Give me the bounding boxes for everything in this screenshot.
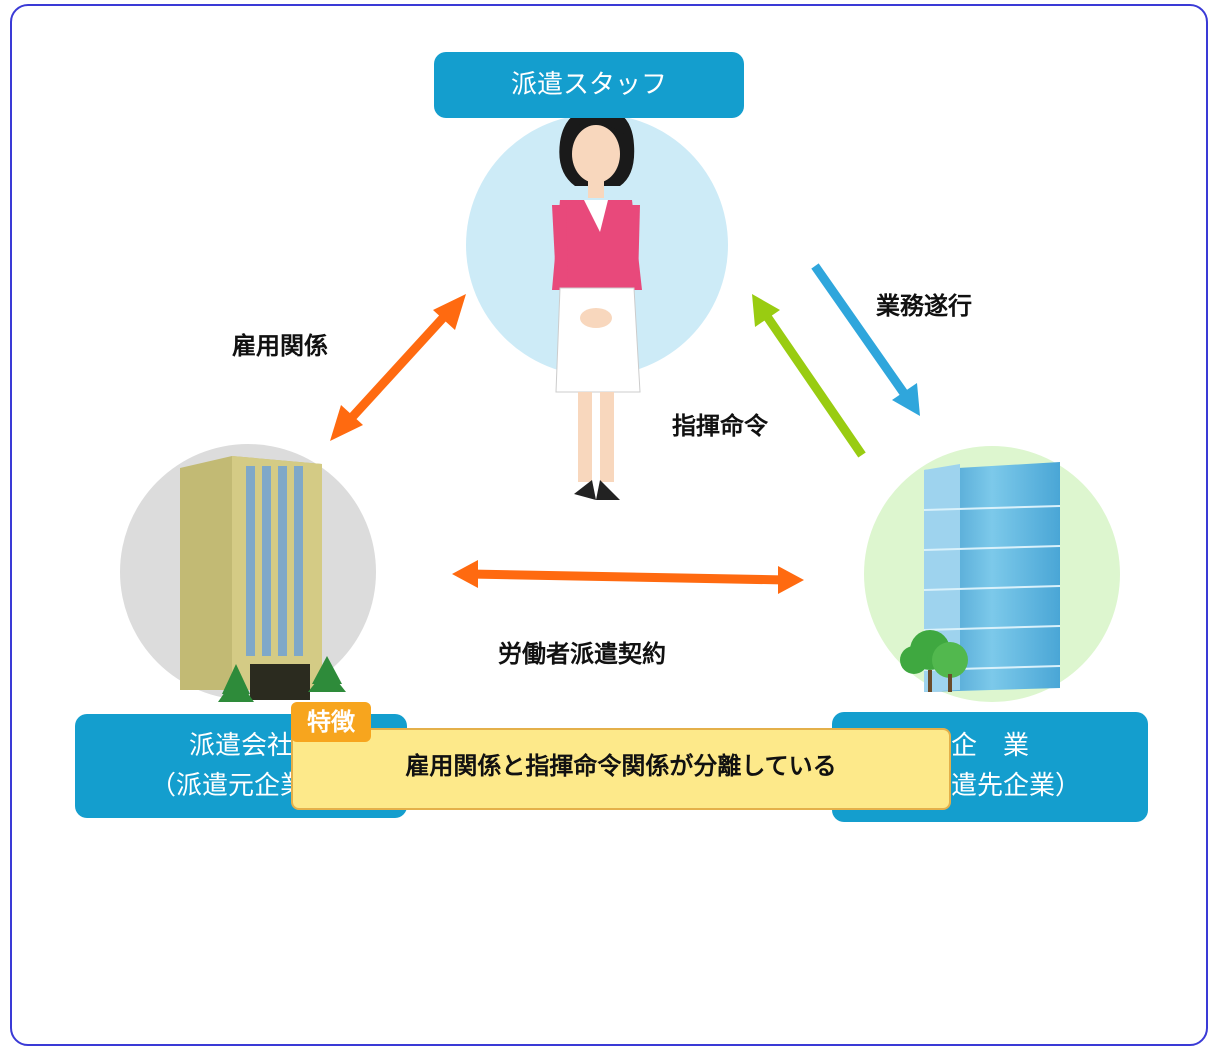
contract-label: 労働者派遣契約 [498, 640, 666, 668]
command-arrow [752, 294, 866, 458]
agency-name: 派遣会社 [188, 731, 293, 761]
duties-label: 業務遂行 [876, 292, 972, 320]
employment-label: 雇用関係 [232, 332, 328, 360]
feature-text: 雇用関係と指揮命令関係が分離している [405, 752, 837, 780]
contract-arrow [452, 560, 804, 594]
agency-building-icon [180, 456, 346, 702]
staff-label: 派遣スタッフ [510, 70, 667, 100]
employment-arrow [330, 294, 466, 441]
command-label: 指揮命令 [672, 412, 768, 440]
duties-arrow [811, 263, 920, 416]
client-building-icon [900, 462, 1061, 692]
feature-tag: 特徴 [291, 702, 371, 742]
client-name: 企 業 [950, 731, 1029, 761]
staff-label-box: 派遣スタッフ [434, 52, 744, 118]
feature-box [291, 728, 951, 810]
staff-person-icon [552, 108, 642, 500]
